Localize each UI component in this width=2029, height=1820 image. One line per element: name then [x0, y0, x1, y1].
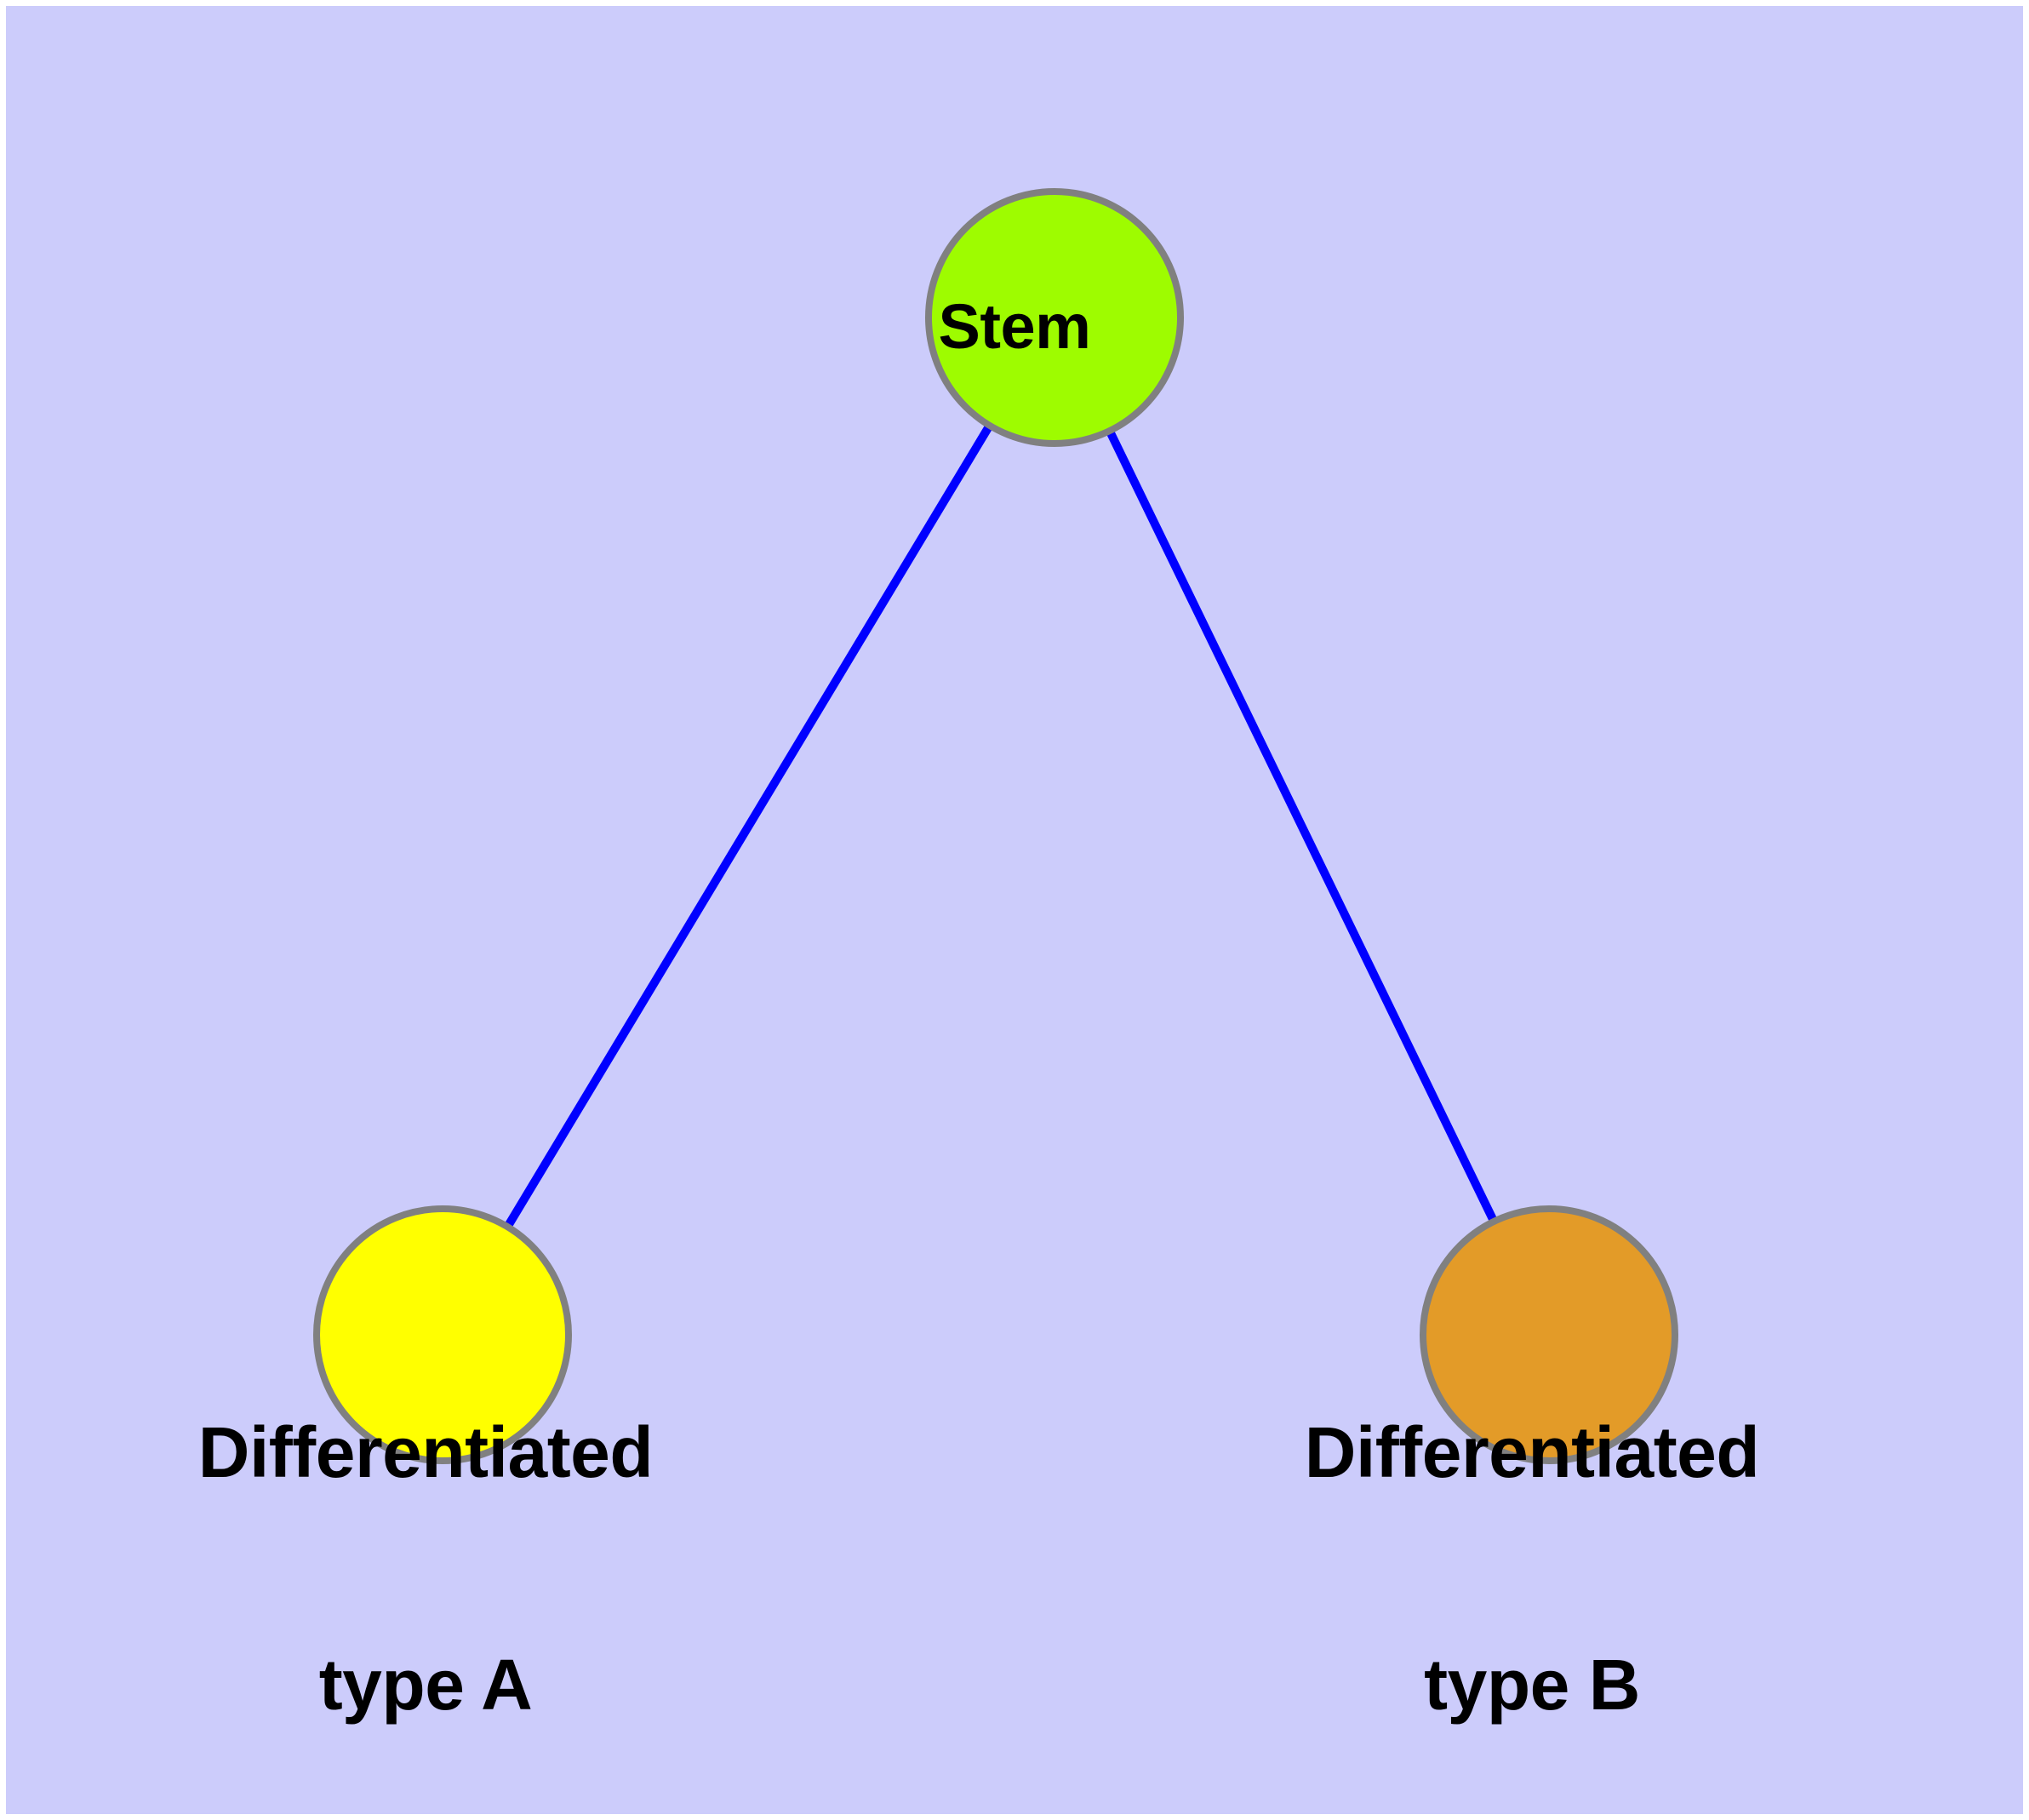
diagram-plot-area: Stem Differentiated type A Differentiate… — [6, 6, 2023, 1814]
node-link-graph — [313, 188, 1678, 1464]
node-differentiated-type-a[interactable] — [313, 1205, 572, 1464]
edge-stem-to-differentiated-type-b[interactable] — [1050, 315, 1553, 1337]
edge-stem-to-differentiated-type-a[interactable] — [438, 315, 1059, 1337]
node-differentiated-type-b[interactable] — [1420, 1205, 1678, 1464]
node-stem[interactable] — [925, 188, 1184, 447]
node-layer — [313, 188, 1678, 1464]
edge-layer — [438, 315, 1553, 1337]
